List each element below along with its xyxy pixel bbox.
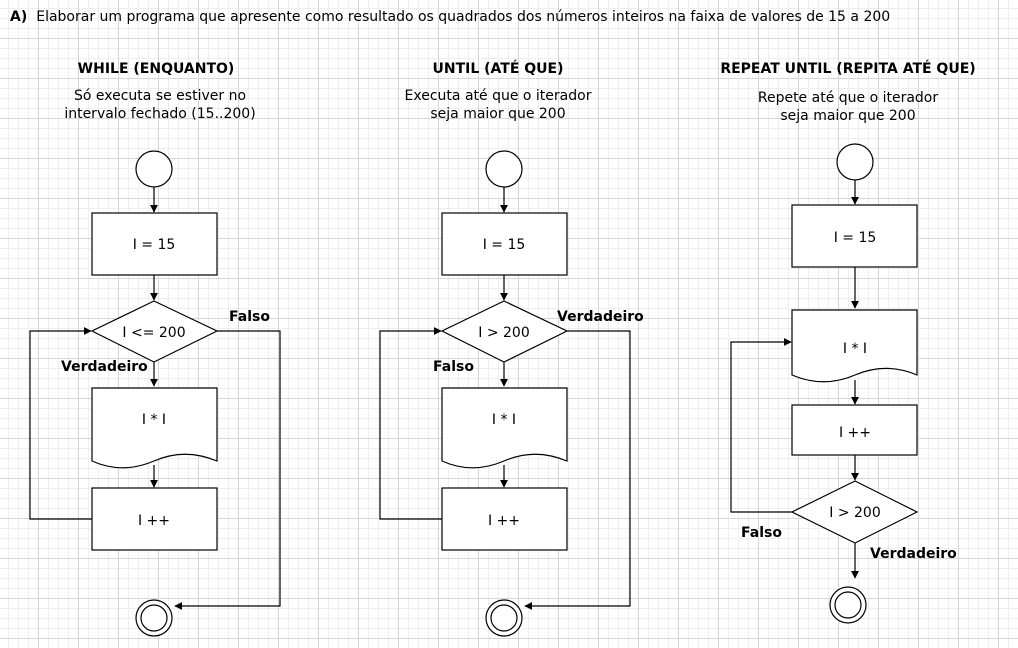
- until-title: UNTIL (ATÉ QUE): [432, 61, 564, 77]
- repeat-description: Repete até que o iterador seja maior que …: [758, 89, 938, 125]
- while-description: Só executa se estiver no intervalo fechad…: [64, 87, 255, 123]
- while-output-text: I * I: [142, 412, 166, 428]
- repeat-init-text: I = 15: [834, 230, 877, 246]
- while-description-line1: Só executa se estiver no: [73, 88, 247, 104]
- while-flowchart: I = 15 I <= 200 I * I I ++ Falso Verdade…: [29, 150, 281, 637]
- while-increment-text: I ++: [138, 513, 170, 529]
- until-init-text: I = 15: [483, 237, 526, 253]
- repeat-output-document: [791, 309, 918, 383]
- repeat-start-node: [836, 143, 874, 181]
- while-start-node: [135, 150, 173, 188]
- repeat-description-line2: seja maior que 200: [780, 108, 916, 124]
- until-description: Executa até que o iterador seja maior que…: [405, 87, 592, 123]
- until-end-node-inner: [490, 604, 518, 632]
- until-description-line2: seja maior que 200: [430, 106, 566, 122]
- repeat-end-node-inner: [834, 591, 862, 619]
- repeat-increment-box: [791, 404, 918, 456]
- until-true-exit-edge: [524, 330, 631, 610]
- task-statement: A) Elaborar um programa que apresente com…: [10, 9, 890, 25]
- repeat-title: REPEAT UNTIL (REPITA ATÉ QUE): [720, 61, 976, 77]
- while-end-node-inner: [140, 604, 168, 632]
- while-init-box: [91, 212, 218, 276]
- while-description-line2: intervalo fechado (15..200): [64, 106, 256, 122]
- repeat-loop-back-edge: [730, 338, 792, 513]
- repeat-true-label: Verdadeiro: [870, 546, 957, 562]
- until-output-text: I * I: [492, 412, 516, 428]
- until-description-line1: Executa até que o iterador: [404, 88, 592, 104]
- repeat-init-box: [791, 204, 918, 268]
- while-true-label: Verdadeiro: [61, 359, 148, 375]
- repeat-increment-text: I ++: [839, 425, 871, 441]
- until-output-document: [441, 387, 568, 469]
- until-condition-text: I > 200: [478, 325, 529, 341]
- while-title: WHILE (ENQUANTO): [77, 61, 235, 77]
- repeat-flowchart: I = 15 I * I I ++ I > 200 Falso Verdadei…: [730, 143, 957, 624]
- until-flowchart: I = 15 I > 200 I * I I ++ Verdadeiro Fal…: [379, 150, 644, 637]
- until-increment-box: [441, 487, 568, 551]
- until-loop-back-edge: [379, 327, 442, 520]
- while-output-document: [91, 387, 218, 469]
- while-loop-back-edge: [29, 327, 92, 520]
- while-false-label: Falso: [229, 309, 270, 325]
- repeat-description-line1: Repete até que o iterador: [757, 90, 939, 106]
- until-false-label: Falso: [433, 359, 474, 375]
- until-true-label: Verdadeiro: [557, 309, 644, 325]
- while-increment-box: [91, 487, 218, 551]
- until-start-node: [485, 150, 523, 188]
- while-condition-text: I <= 200: [122, 325, 185, 341]
- repeat-false-label: Falso: [741, 525, 782, 541]
- while-false-exit-edge: [174, 330, 281, 610]
- repeat-output-text: I * I: [843, 341, 867, 357]
- until-increment-text: I ++: [488, 513, 520, 529]
- repeat-condition-text: I > 200: [829, 505, 880, 521]
- task-text: Elaborar um programa que apresente como …: [36, 9, 891, 25]
- task-letter: A): [10, 9, 28, 25]
- while-init-text: I = 15: [133, 237, 176, 253]
